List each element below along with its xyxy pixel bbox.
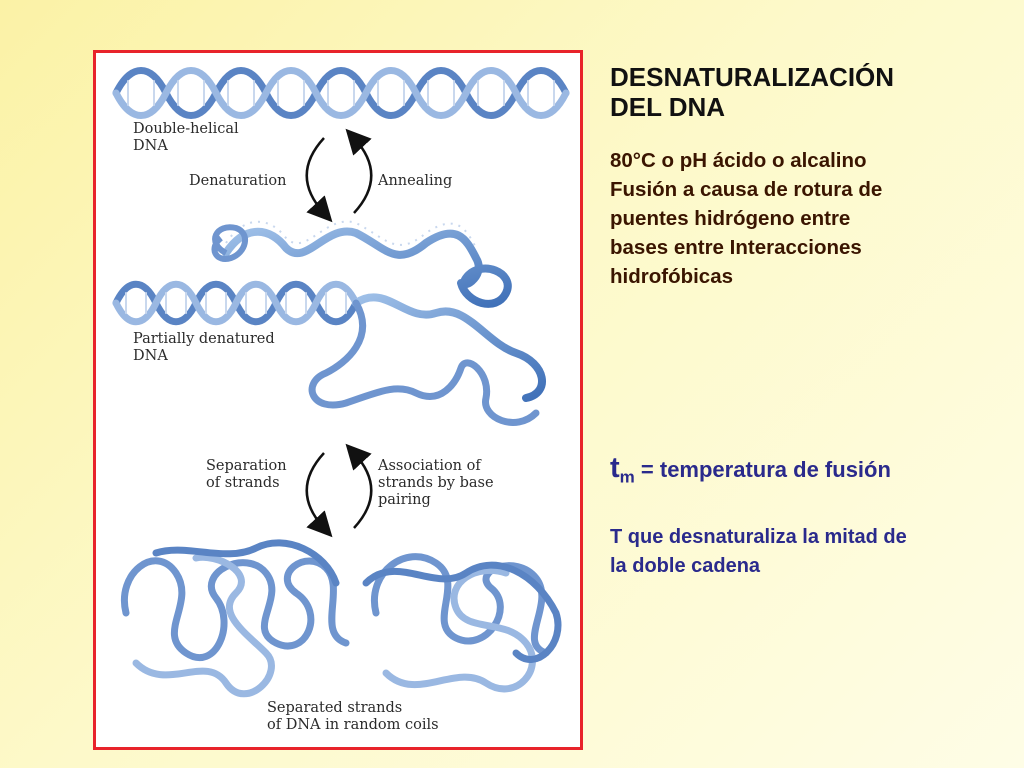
denaturation-label: Denaturation xyxy=(189,173,287,189)
slide-title: DESNATURALIZACIÓN DEL DNA xyxy=(610,62,895,122)
denaturation-description: 80°C o pH ácido o alcalino Fusión a caus… xyxy=(610,149,883,288)
double-helical-dna-label: Double-helical DNA xyxy=(133,121,239,154)
separated-strands-label: Separated strands of DNA in random coils xyxy=(267,700,439,733)
separation-of-strands-label: Separation of strands xyxy=(206,458,287,491)
association-of-strands-label: Association of strands by base pairing xyxy=(378,458,494,508)
separation-arrow xyxy=(305,452,333,538)
double-helix-middle xyxy=(112,280,546,426)
double-helix-top xyxy=(112,67,570,119)
tm-definition-text: = temperatura de fusión xyxy=(634,457,891,482)
separated-strand-upper xyxy=(222,227,512,308)
tm-symbol: t xyxy=(610,452,620,484)
partially-denatured-dna-label: Partially denatured DNA xyxy=(133,331,275,364)
dna-denaturation-figure: Double-helical DNA Denaturation Annealin… xyxy=(93,50,583,750)
denaturation-arrow xyxy=(305,137,333,223)
annealing-label: Annealing xyxy=(378,173,453,189)
tm-explanation: T que desnaturaliza la mitad de la doble… xyxy=(610,526,907,577)
dna-illustration xyxy=(112,67,570,698)
tm-subscript: m xyxy=(619,467,635,487)
annealing-arrow xyxy=(345,128,373,214)
association-arrow xyxy=(345,443,373,529)
tm-definition: tm = temperatura de fusión xyxy=(610,452,1010,487)
coil-left-upper xyxy=(211,224,248,262)
random-coils xyxy=(121,539,562,698)
